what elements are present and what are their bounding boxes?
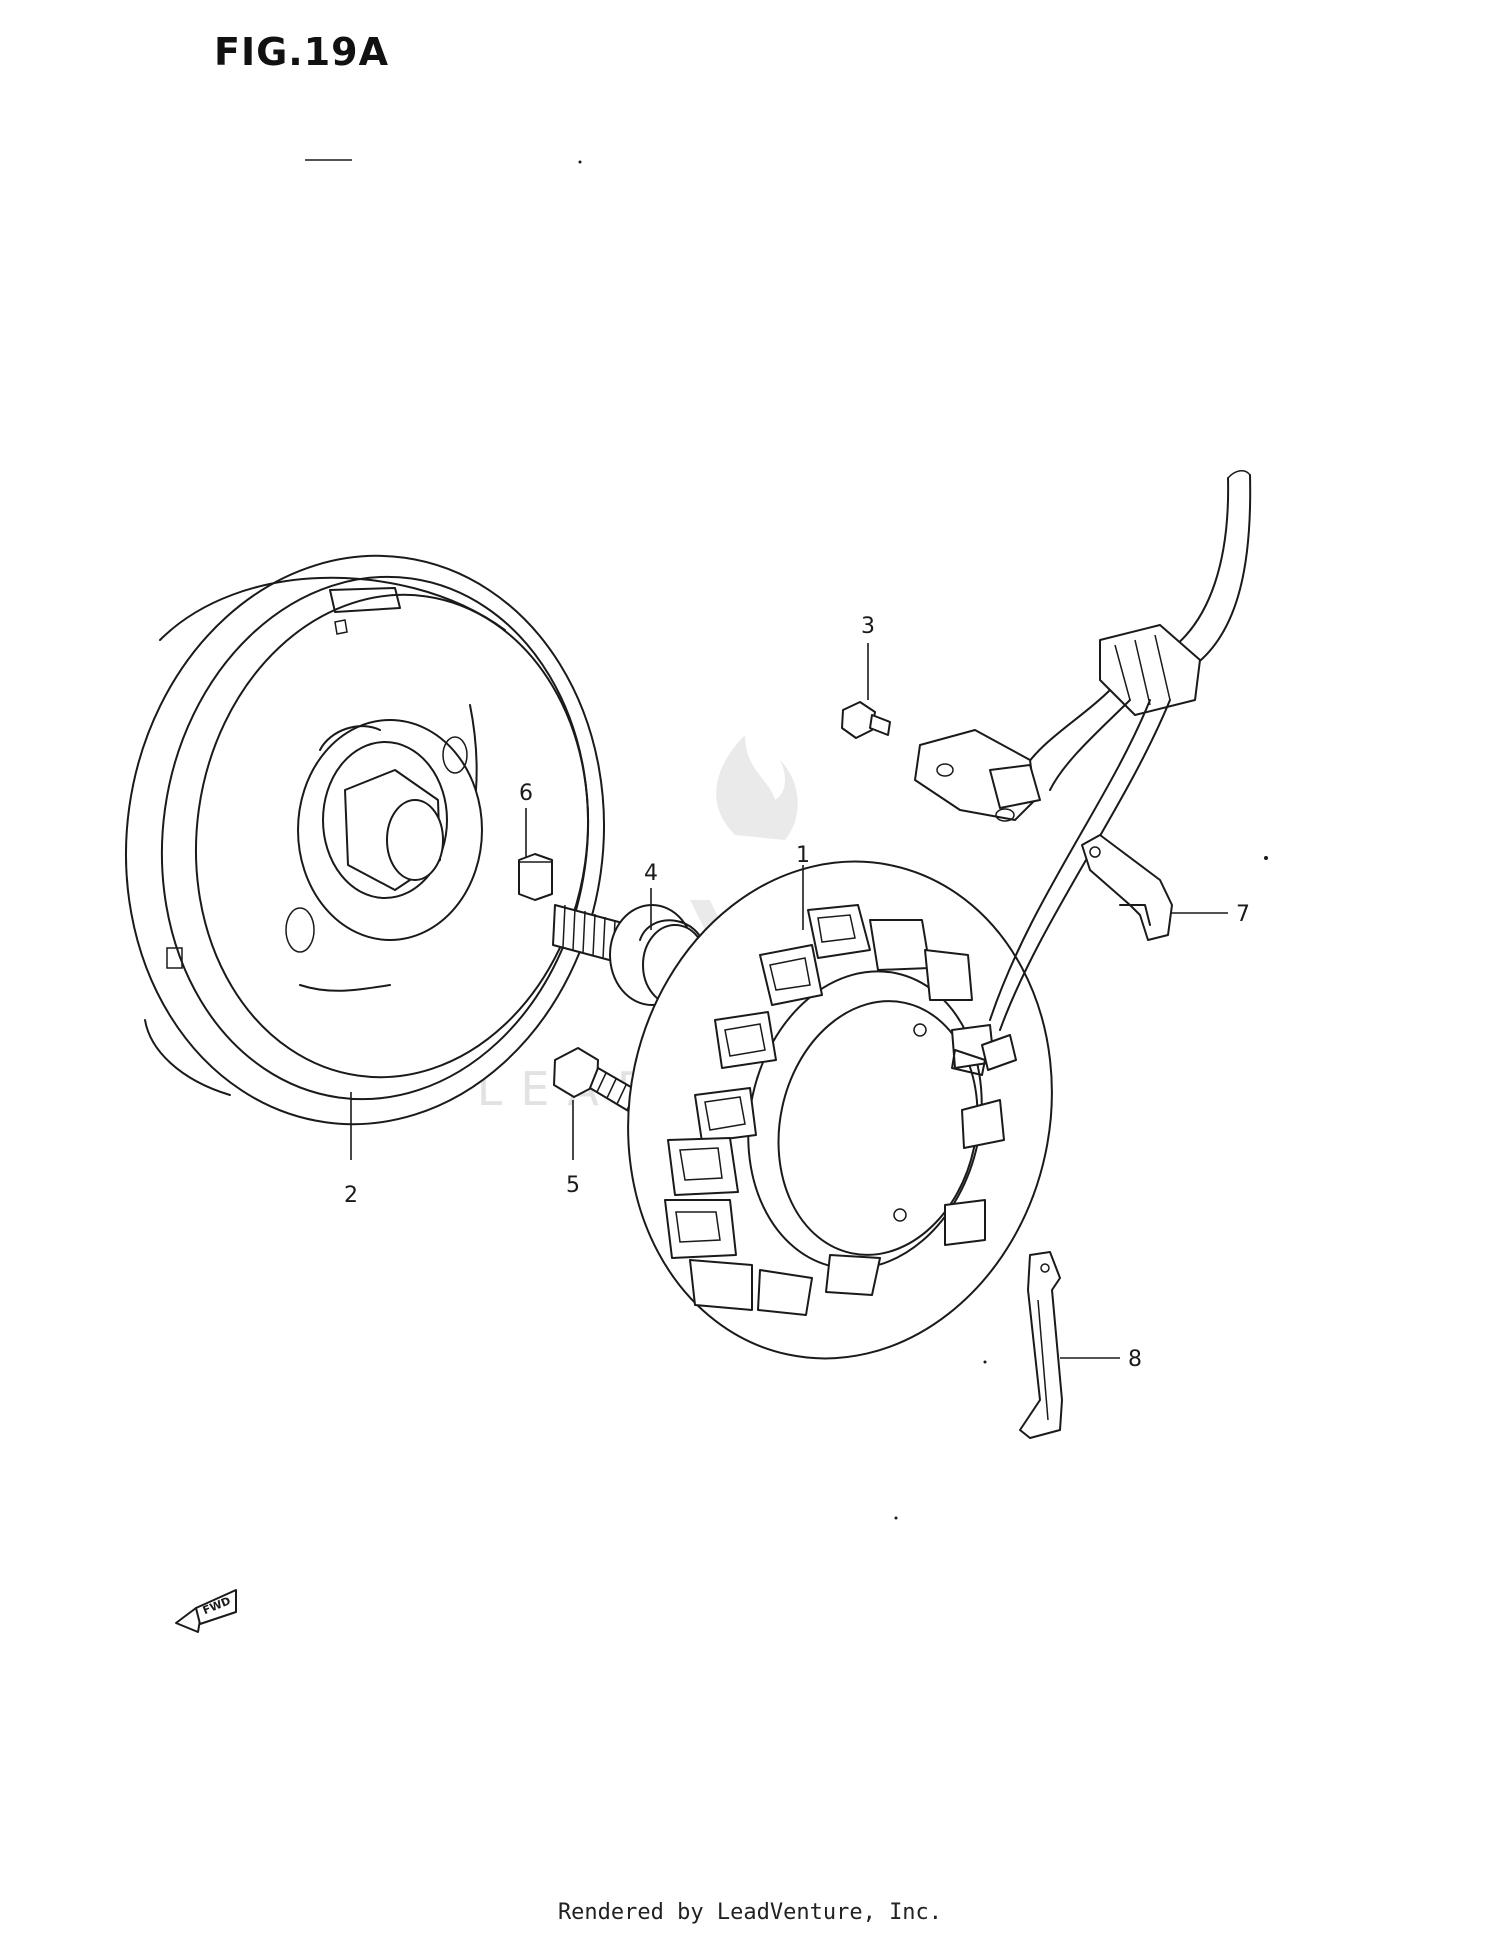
callout-8: 8 [1128,1347,1142,1372]
callout-7: 7 [1236,902,1250,927]
scan-specks [305,159,1268,1520]
footer-credit: Rendered by LeadVenture, Inc. [557,1900,943,1925]
clamp-strap-part[interactable] [1019,1251,1063,1439]
callout-2: 2 [344,1183,358,1208]
callout-1: 1 [796,843,810,868]
callout-5: 5 [566,1173,580,1198]
wire-clamp-part[interactable] [1081,834,1173,941]
stator-coil-part[interactable] [583,822,1098,1398]
callout-3: 3 [861,614,875,639]
rotor-key-part[interactable] [518,853,553,901]
rotor-flywheel-part[interactable] [90,525,641,1156]
pickup-coil-part[interactable] [914,729,1041,822]
callout-leaders [350,643,1228,1359]
callout-4: 4 [644,861,658,886]
fwd-arrow-icon [175,1589,237,1633]
stator-wire-harness[interactable] [981,470,1252,1071]
figure-title: FIG.19A [214,30,390,74]
pickup-screw-part[interactable] [841,701,891,739]
callout-6: 6 [519,781,533,806]
